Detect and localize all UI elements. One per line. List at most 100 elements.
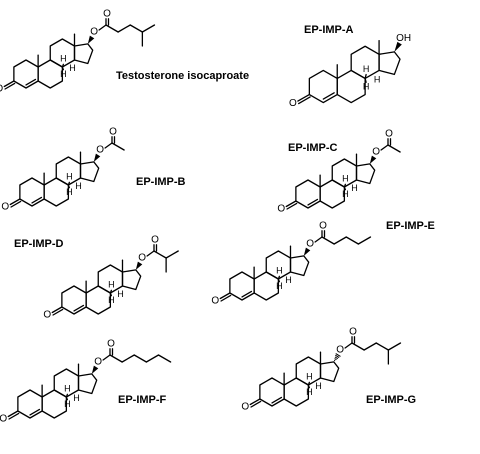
chain-bond (387, 342, 402, 351)
ester-oxygen: O (96, 145, 104, 156)
ketone-oxygen: O (1, 202, 9, 213)
label-ep-imp-g: EP-IMP-G (366, 394, 417, 406)
ring-d (121, 269, 142, 291)
label-ep-imp-e: EP-IMP-E (386, 220, 435, 232)
carbonyl-oxygen: O (109, 126, 117, 137)
hydrogen-c9: H (363, 82, 370, 92)
ring-a (61, 285, 87, 315)
carbonyl-oxygen: O (319, 220, 327, 231)
chain-bond (375, 342, 390, 351)
carbonyl-bond-c3 (285, 200, 297, 208)
carbonyl-oxygen: O (385, 128, 393, 139)
ketone-oxygen: O (277, 204, 285, 215)
ester-oxygen: O (138, 253, 146, 264)
hydrogen-c14: H (117, 289, 124, 299)
chain-bond (345, 236, 360, 245)
carbonyl-bond-c3 (219, 292, 231, 300)
h-bond-c8 (65, 393, 69, 398)
carbonyl-oxygen: O (103, 8, 111, 19)
chain-bond (105, 24, 119, 33)
chain-bond (153, 250, 167, 259)
carbonyl-bond-c3-second (298, 96, 311, 105)
hydrogen-c8: H (66, 172, 73, 182)
wedge-c17 (93, 153, 101, 162)
hash-c17 (333, 353, 341, 362)
h-bond-c8 (67, 181, 71, 186)
hydrogen-c14: H (285, 275, 292, 285)
double-bond-c4-c5 (271, 396, 283, 404)
chain-bond (117, 24, 131, 33)
wedge-c17 (135, 261, 143, 270)
carbonyl-bond-c3-second (4, 82, 16, 90)
carbonyl-bond-c3-second (220, 294, 232, 302)
hydrogen-c14: H (315, 381, 322, 391)
label-ep-imp-b: EP-IMP-B (136, 176, 186, 188)
hydrogen-c8: H (60, 54, 67, 64)
h-bond-c8 (307, 381, 311, 386)
label-ep-imp-d: EP-IMP-D (14, 238, 64, 250)
ester-bond-o-c (314, 236, 323, 243)
hydrogen-c8: H (342, 174, 349, 184)
h-bond-c9 (364, 77, 367, 83)
chain-bond (141, 24, 156, 33)
ester-bond-o-c (344, 342, 353, 349)
hydrogen-c14: H (73, 393, 80, 403)
ester-bond-o-c (102, 354, 111, 361)
chain-bond (333, 236, 347, 245)
chain-bond (129, 24, 144, 33)
ketone-oxygen: O (0, 414, 7, 425)
label-ep-imp-f: EP-IMP-F (118, 394, 167, 406)
carbonyl-bond-c3 (51, 306, 63, 314)
ring-d (289, 255, 310, 277)
chain-bond (165, 250, 179, 259)
ring-b (336, 69, 366, 104)
hydrogen-c9: H (60, 69, 67, 79)
carbonyl-bond-c3 (3, 80, 15, 88)
chain-bond (145, 354, 160, 363)
chain-bond (351, 342, 365, 351)
ring-d (355, 163, 376, 185)
chain-bond (157, 354, 172, 363)
ring-a (17, 389, 43, 419)
hydrogen-c9: H (64, 399, 71, 409)
hydroxyl-group: OH (396, 33, 411, 44)
carbonyl-oxygen: O (151, 234, 159, 245)
ring-a (308, 69, 338, 104)
chain-bond (133, 354, 148, 363)
carbonyl-bond-c3-second (52, 308, 64, 316)
hydrogen-c9: H (108, 295, 115, 305)
ring-a (19, 177, 45, 207)
carbonyl-bond-c3 (249, 398, 261, 406)
carbonyl-bond-c3-second (10, 200, 22, 208)
double-bond-c4-c5 (31, 196, 43, 204)
carbonyl-bond-c3-second (286, 202, 298, 210)
ester-bond-o-c (146, 250, 155, 257)
ring-d (73, 43, 94, 65)
hydrogen-c8: H (276, 266, 283, 276)
ester-oxygen: O (336, 345, 344, 356)
double-bond-c4-c5 (73, 304, 85, 312)
double-bond-c4-c5 (241, 290, 253, 298)
hydrogen-c9: H (342, 189, 349, 199)
hydrogen-c8: H (306, 372, 313, 382)
hydrogen-c9: H (276, 281, 283, 291)
ketone-oxygen: O (211, 296, 219, 307)
h-bond-c8 (109, 289, 113, 294)
ring-d (319, 361, 340, 383)
carbonyl-bond-c3 (297, 93, 311, 102)
ester-oxygen: O (306, 239, 314, 250)
ketone-oxygen: O (0, 84, 3, 95)
hydrogen-c14: H (69, 63, 76, 73)
ketone-oxygen: O (43, 310, 51, 321)
double-bond-c4-c5 (25, 78, 37, 86)
ester-oxygen: O (94, 357, 102, 368)
